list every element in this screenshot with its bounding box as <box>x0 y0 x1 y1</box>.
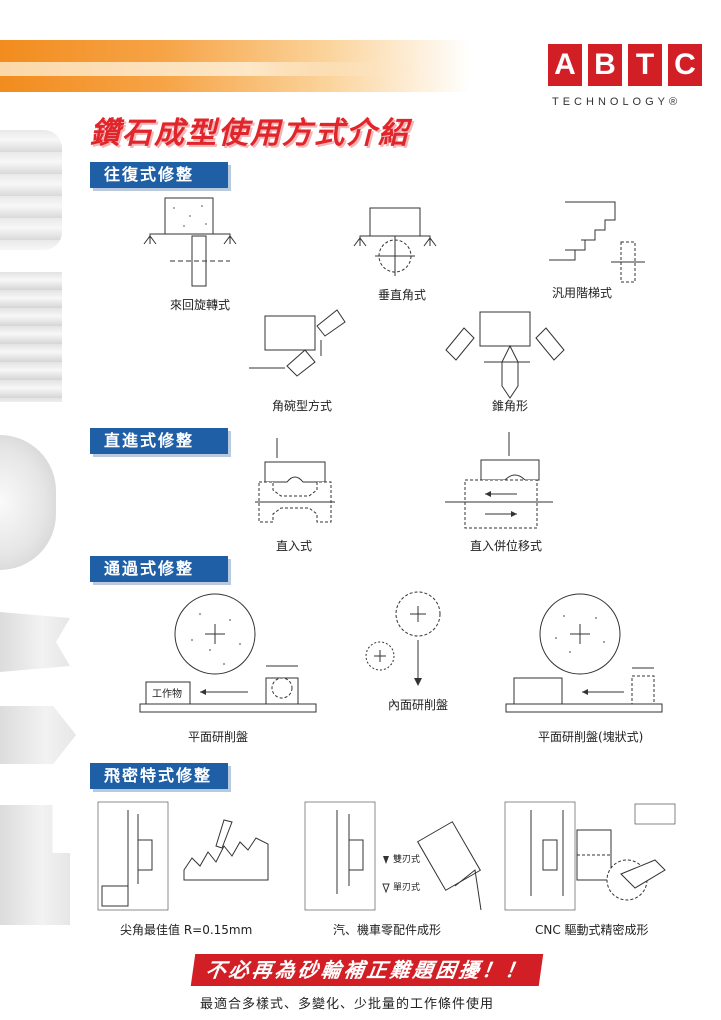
slogan-banner: 不必再為砂輪補正難題困擾！！ <box>190 954 544 986</box>
diagram-universal-step <box>549 201 645 283</box>
diagram-sharp-corner <box>97 801 269 911</box>
caption-sharp-corner: 尖角最佳值 R=0.15mm <box>120 923 253 937</box>
caption-auto-parts: 汽、機車零配件成形 <box>333 923 442 937</box>
section-heading-plunge: 直進式修整 <box>90 428 228 454</box>
diagram-rotary <box>143 197 237 287</box>
diagram-internal-grinder <box>365 591 441 686</box>
caption-cup-angle: 角碗型方式 <box>272 399 333 413</box>
logo-letter: C <box>668 44 702 86</box>
profile-image-2 <box>0 272 62 402</box>
profile-image-3 <box>0 435 56 570</box>
profile-image-5 <box>0 706 76 764</box>
diagram-plunge <box>255 438 335 523</box>
diagram-surface-grinder-block <box>505 593 663 713</box>
diagram-auto-parts: 雙刃式 單刃式 <box>304 801 482 911</box>
caption-surface-grinder-block: 平面研削盤(塊狀式) <box>538 730 644 744</box>
section-heading-pantograph: 飛密特式修整 <box>90 763 228 789</box>
section-heading-traverse: 通過式修整 <box>90 556 228 582</box>
logo-tagline: TECHNOLOGY® <box>552 96 682 108</box>
caption-plunge-shift: 直入併位移式 <box>470 539 543 553</box>
caption-cone-angle: 錐角形 <box>492 399 529 413</box>
page-title: 鑽石成型使用方式介紹 <box>90 116 410 151</box>
diagram-cnc-drive <box>504 801 676 911</box>
caption-plunge: 直入式 <box>276 539 313 553</box>
header-light-band <box>0 62 420 76</box>
logo-letter: T <box>628 44 662 86</box>
label-single-edge: 單刃式 <box>393 881 420 893</box>
label-workpiece: 工作物 <box>152 687 182 700</box>
diagram-cone-angle <box>445 311 565 399</box>
label-double-edge: 雙刃式 <box>393 853 420 865</box>
section-heading-reciprocating: 往復式修整 <box>90 162 228 188</box>
profile-image-1 <box>0 130 62 250</box>
caption-vertical-angle: 垂直角式 <box>378 288 427 302</box>
caption-internal-grinder: 內面研削盤 <box>388 698 449 712</box>
logo-letter: B <box>588 44 622 86</box>
diagram-cup-angle <box>249 309 346 377</box>
logo-letter: A <box>548 44 582 86</box>
caption-surface-grinder: 平面研削盤 <box>188 730 249 744</box>
caption-cnc-drive: CNC 驅動式精密成形 <box>535 923 649 937</box>
profile-image-6 <box>0 805 70 925</box>
profile-image-4 <box>0 612 70 672</box>
diagram-surface-grinder: 工作物 <box>139 593 317 713</box>
caption-universal-step: 汎用階梯式 <box>552 286 613 300</box>
diagram-plunge-shift <box>445 432 553 529</box>
caption-rotary: 來回旋轉式 <box>170 298 231 312</box>
diagram-vertical-angle <box>353 207 437 276</box>
slogan-subline: 最適合多樣式、多變化、少批量的工作條件使用 <box>200 997 495 1012</box>
